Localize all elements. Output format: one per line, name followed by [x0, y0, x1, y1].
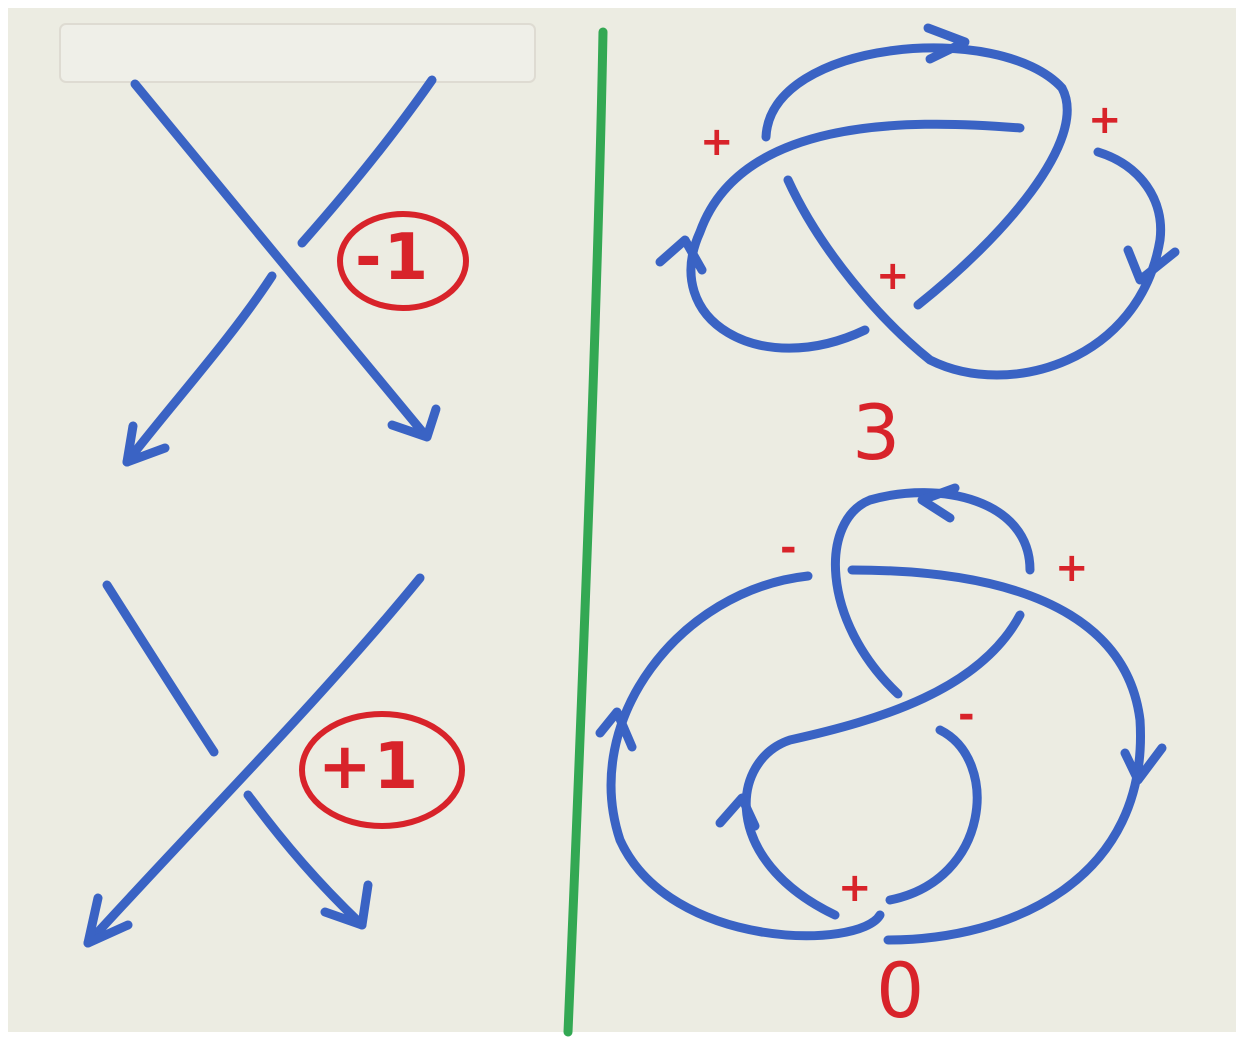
trefoil-total: 3 [852, 388, 901, 477]
trefoil-sign-left: + [700, 119, 734, 165]
figure-eight-sign-middle: - [958, 692, 975, 738]
figure-eight-knot [595, 483, 1167, 945]
label-negative-one: -1 [355, 221, 431, 295]
divider-line [563, 27, 608, 1037]
trefoil-knot [655, 23, 1180, 380]
trefoil-sign-right: + [1088, 97, 1122, 143]
label-circle-minus [337, 211, 469, 311]
figure-eight-total: 0 [876, 946, 925, 1035]
label-circle-plus [299, 711, 465, 829]
positive-crossing [83, 573, 425, 948]
figure-eight-sign-top-left: - [780, 525, 797, 571]
negative-crossing [122, 75, 441, 467]
label-positive-one: +1 [318, 730, 421, 804]
paper-sheet [59, 23, 536, 83]
trefoil-sign-center: + [876, 253, 910, 299]
figure-eight-sign-bottom: + [838, 865, 872, 911]
figure-eight-sign-top-right: + [1055, 545, 1089, 591]
